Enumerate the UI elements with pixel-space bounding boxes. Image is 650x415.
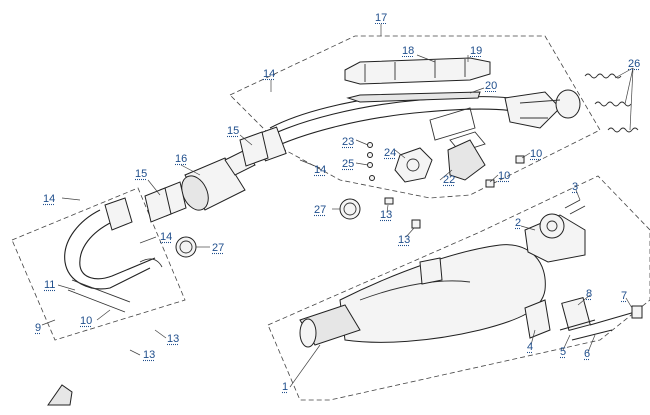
callout-25[interactable]: 25 (342, 158, 355, 170)
heat-shield (344, 57, 491, 103)
callout-24[interactable]: 24 (384, 147, 397, 159)
callout-14-lower[interactable]: 14 (160, 231, 173, 243)
callout-27-left[interactable]: 27 (212, 242, 225, 254)
callout-2[interactable]: 2 (515, 217, 522, 229)
callout-10-right-top[interactable]: 10 (530, 148, 543, 160)
catalyst-section (144, 131, 269, 223)
leader-lines (41, 24, 634, 388)
callout-23[interactable]: 23 (342, 136, 355, 148)
callout-13-left-lower[interactable]: 13 (143, 349, 156, 361)
callout-7[interactable]: 7 (621, 290, 628, 302)
muffler (299, 244, 546, 348)
callout-10-right-bottom[interactable]: 10 (498, 170, 511, 182)
mounting-hardware (524, 297, 643, 341)
front-bend-pipe (64, 197, 163, 313)
front-direction-arrow (47, 384, 73, 406)
callout-15-left[interactable]: 15 (135, 168, 148, 180)
group-1-outline (267, 175, 650, 401)
group-17-outline (229, 35, 601, 199)
callout-18[interactable]: 18 (402, 45, 415, 57)
group-9-outline (11, 187, 186, 341)
callout-17[interactable]: 17 (375, 12, 388, 24)
callout-27-center[interactable]: 27 (314, 204, 327, 216)
callout-22[interactable]: 22 (443, 174, 456, 186)
callout-13-left-upper[interactable]: 13 (167, 333, 180, 345)
callout-20[interactable]: 20 (485, 80, 498, 92)
callout-5[interactable]: 5 (560, 346, 567, 358)
callout-16[interactable]: 16 (175, 153, 188, 165)
callout-14-top[interactable]: 14 (263, 68, 276, 80)
callout-1[interactable]: 1 (282, 381, 289, 393)
callout-13-center[interactable]: 13 (380, 209, 393, 221)
callout-4[interactable]: 4 (527, 341, 534, 353)
callout-14-left[interactable]: 14 (43, 193, 56, 205)
end-cap (524, 199, 586, 263)
callout-13-center-lower[interactable]: 13 (398, 234, 411, 246)
callout-9[interactable]: 9 (35, 322, 42, 334)
callout-6[interactable]: 6 (584, 348, 591, 360)
callout-26[interactable]: 26 (628, 58, 641, 70)
callout-19[interactable]: 19 (470, 45, 483, 57)
callout-11[interactable]: 11 (44, 279, 56, 291)
callout-8[interactable]: 8 (586, 288, 593, 300)
callout-3[interactable]: 3 (572, 181, 579, 193)
callout-14-mid[interactable]: 14 (314, 164, 327, 176)
callout-10-left[interactable]: 10 (80, 315, 93, 327)
callout-15-top[interactable]: 15 (227, 125, 240, 137)
